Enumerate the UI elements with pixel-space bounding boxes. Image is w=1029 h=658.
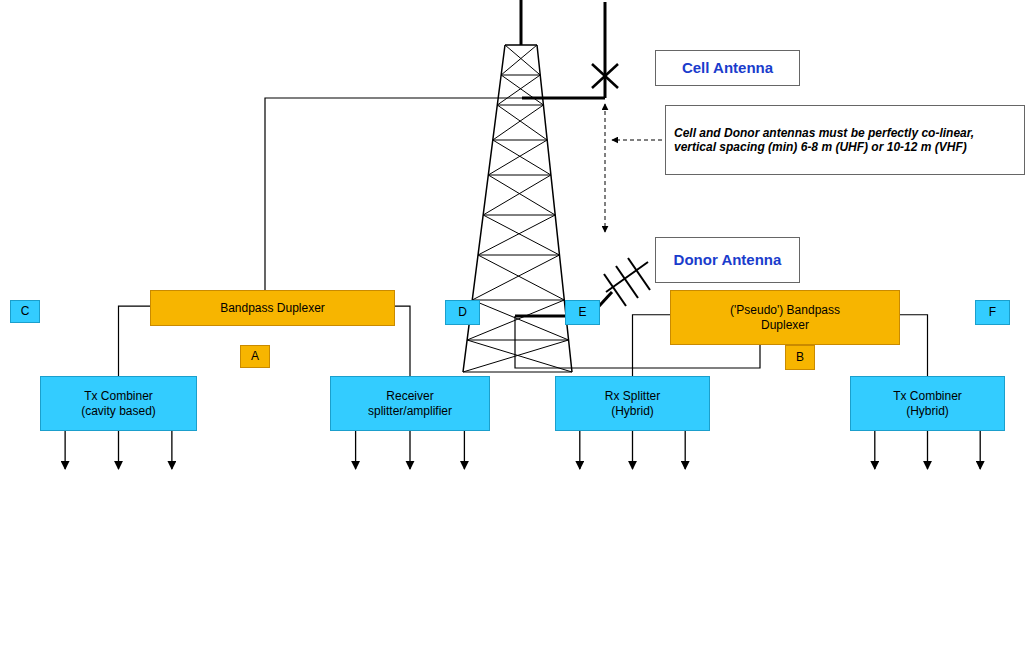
tower-bracing <box>483 175 555 215</box>
output-arrow <box>874 431 875 469</box>
duplexer-box: ('Pseudo') Bandpass Duplexer <box>670 290 900 345</box>
connector-line <box>119 306 151 376</box>
output-arrow <box>579 431 580 469</box>
leader-arrow <box>612 140 662 141</box>
node-text: C <box>21 304 30 318</box>
label-box: Donor Antenna <box>655 237 800 283</box>
callout-letter: E <box>565 300 600 325</box>
callout-letter: C <box>10 300 40 323</box>
node-text: D <box>458 305 467 319</box>
label-box: Cell Antenna <box>655 50 800 86</box>
node-text: Cell and Donor antennas must be perfectl… <box>674 126 1016 155</box>
node-text: E <box>578 305 586 319</box>
node-text: Cell Antenna <box>682 59 773 77</box>
node-text: Rx Splitter (Hybrid) <box>588 389 678 418</box>
callout-letter: B <box>785 345 815 370</box>
callout-letter: F <box>975 300 1010 325</box>
combiner-box: Tx Combiner (Hybrid) <box>850 376 1005 431</box>
node-text: F <box>989 305 996 319</box>
tower-bracing <box>493 105 547 140</box>
connector-line <box>633 315 671 376</box>
output-arrow <box>409 431 410 469</box>
output-arrow <box>64 431 65 469</box>
output-arrow <box>464 431 465 469</box>
node-text: Bandpass Duplexer <box>220 301 325 315</box>
cell-feeder <box>265 98 522 290</box>
node-text: Tx Combiner (cavity based) <box>71 389 166 418</box>
output-arrow <box>118 431 119 469</box>
tower-bracing <box>501 45 540 75</box>
callout-letter: A <box>240 345 270 368</box>
tower-pole <box>520 0 523 45</box>
yagi-element <box>616 266 638 298</box>
node-text: Donor Antenna <box>674 251 782 269</box>
tower-bracing <box>497 75 543 105</box>
output-arrow <box>355 431 356 469</box>
note-box: Cell and Donor antennas must be perfectl… <box>665 105 1025 175</box>
output-arrow <box>980 431 981 469</box>
antenna-arm <box>522 97 605 100</box>
output-arrows <box>65 431 980 469</box>
tower-bracing <box>488 140 551 175</box>
callout-letter: D <box>445 300 480 325</box>
node-text: A <box>251 349 259 363</box>
spacing-arrow <box>605 104 606 232</box>
tower-bracing <box>472 255 564 300</box>
tower-bracing <box>467 300 568 340</box>
connector-line <box>395 306 410 376</box>
splitter-box: Rx Splitter (Hybrid) <box>555 376 710 431</box>
cell-antenna-mast <box>604 2 607 98</box>
node-text: Receiver splitter/amplifier <box>355 389 465 418</box>
yagi-element <box>604 274 626 306</box>
node-text: B <box>796 350 804 364</box>
combiner-box: Tx Combiner (cavity based) <box>40 376 197 431</box>
node-text: ('Pseudo') Bandpass Duplexer <box>723 303 848 332</box>
yagi-element <box>628 258 650 290</box>
splitter-box: Receiver splitter/amplifier <box>330 376 490 431</box>
tower-bracing <box>463 340 572 372</box>
output-arrow <box>171 431 172 469</box>
tower-bracing <box>478 215 559 255</box>
node-text: Tx Combiner (Hybrid) <box>883 389 973 418</box>
output-arrow <box>927 431 928 469</box>
output-arrow <box>685 431 686 469</box>
connector-line <box>900 315 928 376</box>
output-arrow <box>632 431 633 469</box>
cell-antenna-element <box>592 64 618 88</box>
cell-antenna-element <box>592 64 618 88</box>
duplexer-box: Bandpass Duplexer <box>150 290 395 326</box>
